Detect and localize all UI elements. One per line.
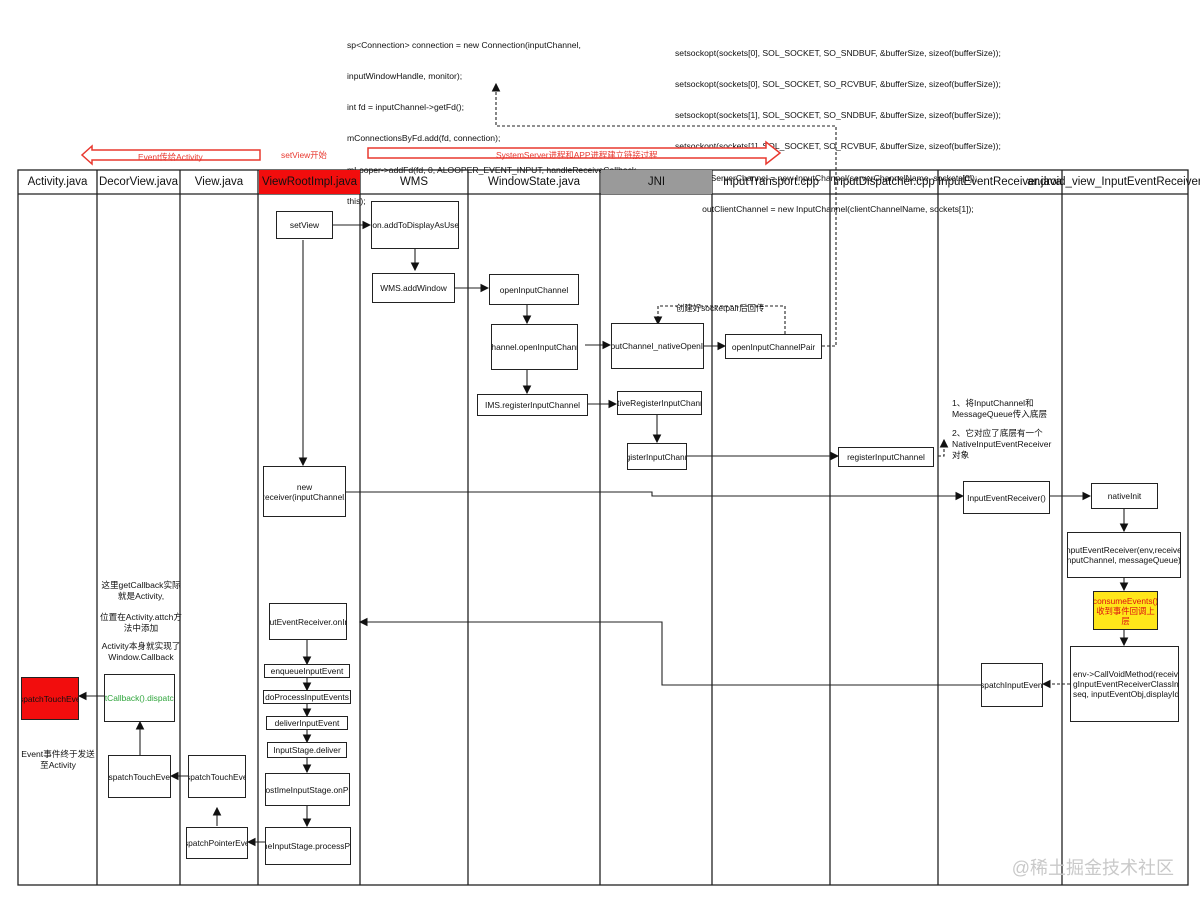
code-line: inputWindowHandle, monitor); bbox=[347, 71, 463, 82]
banner-arrow-right bbox=[367, 140, 782, 166]
lane-header-jni: JNI bbox=[601, 170, 712, 194]
input-event-receiver-box: InputEventReceiver() bbox=[963, 481, 1050, 514]
view-dispatch-touch-box: dispatchTouchEvent bbox=[188, 755, 246, 798]
lane-header-inputdispatcher: InputDispatcher.cpp bbox=[833, 176, 935, 188]
deliver-input-event-box: deliverInputEvent bbox=[266, 716, 348, 730]
lane-header-wms: WMS bbox=[399, 176, 429, 188]
lane-header-android-view-inputeventreceiver: android_view_InputEventReceiver.cpp bbox=[1027, 176, 1200, 188]
code-line: this); bbox=[347, 195, 366, 206]
lane-header-windowstate: WindowState.java bbox=[487, 176, 581, 188]
input-stage-deliver-box: InputStage.deliver bbox=[267, 742, 347, 758]
banner-label-event-to-activity: Event传给Activity bbox=[138, 152, 203, 162]
code-line: mConnectionsByFd.add(fd, connection); bbox=[347, 133, 501, 144]
code-line: setsockopt(sockets[1], SOL_SOCKET, SO_RC… bbox=[675, 141, 1001, 152]
socket-code-block: setsockopt(sockets[0], SOL_SOCKET, SO_SN… bbox=[675, 27, 1001, 235]
code-line: outClientChannel = new InputChannel(clie… bbox=[702, 203, 974, 214]
callback-note-3: Activity本身就实现了Window.Callback bbox=[101, 641, 181, 662]
dispatch-input-event-box: dispatchInputEvent() bbox=[981, 663, 1043, 707]
receiver-note-2: 2、它对应了底层有一个NativeInputEventReceiver对象 bbox=[952, 428, 1052, 460]
post-ime-pointer-box: ViewPostImeInputStage.processPointerEven… bbox=[265, 827, 351, 865]
post-ime-process-box: ViewPostImeInputStage.onProcess bbox=[265, 773, 350, 806]
call-void-method-box: env->CallVoidMethod(receiverObj.get(), g… bbox=[1070, 646, 1179, 722]
native-receiver-ctor-box: NativeInputEventReceiver(env,receiverWea… bbox=[1067, 532, 1181, 578]
callback-note-2: 位置在Activity.attch方法中添加 bbox=[100, 612, 182, 633]
socketpair-label: 创建好socketpair后回传 bbox=[676, 303, 765, 313]
dashed-arrows bbox=[491, 82, 1070, 689]
code-line: setsockopt(sockets[0], SOL_SOCKET, SO_RC… bbox=[675, 79, 1001, 90]
code-line: setsockopt(sockets[1], SOL_SOCKET, SO_SN… bbox=[675, 110, 1001, 121]
decor-dispatch-touch-box: dispatchTouchEvent bbox=[108, 755, 171, 798]
wms-add-window-box: WMS.addWindow bbox=[372, 273, 455, 303]
lane-header-viewrootimpl: ViewRootImpl.java bbox=[259, 170, 360, 194]
open-input-channel-pair-box: InputChannel.openInputChannelPair bbox=[491, 324, 578, 370]
lane-header-inputtransport: InputTransport.cpp bbox=[722, 176, 820, 188]
enqueue-input-event-box: enqueueInputEvent bbox=[264, 664, 350, 678]
consume-events-box: consumeEvents()收到事件回调上层 bbox=[1093, 591, 1158, 630]
dispatch-pointer-event-box: dispatchPointerEvent bbox=[186, 827, 248, 859]
code-line: outServerChannel = new InputChannel(serv… bbox=[698, 172, 978, 183]
lane-header-decorview: DecorView.java bbox=[98, 176, 179, 188]
open-input-channel-box: openInputChannel bbox=[489, 274, 579, 305]
code-line: int fd = inputChannel->getFd(); bbox=[347, 102, 465, 113]
native-init-box: nativeInit bbox=[1091, 483, 1158, 509]
lane-dividers bbox=[96, 170, 1063, 885]
window-callback-box: mWindow.getCallback().dispatchTouchEvent bbox=[104, 674, 175, 722]
on-input-event-box: WindowInputEventReceiver.onInputEvent() bbox=[269, 603, 347, 640]
add-to-display-box: mWindowSession.addToDisplayAsUser(Sessio… bbox=[371, 201, 459, 249]
do-process-input-events-box: doProcessInputEvents bbox=[263, 690, 351, 704]
set-view-box: setView bbox=[276, 211, 333, 239]
register-input-channel-jni-box: registerInputChannel bbox=[627, 443, 687, 470]
cpp-open-pair-box: openInputChannelPair bbox=[725, 334, 822, 359]
lane-header-view: View.java bbox=[194, 176, 244, 188]
native-open-pair-box: android_view_InputChannel_nativeOpenInpu… bbox=[611, 323, 704, 369]
callback-note-1: 这里getCallback实际就是Activity, bbox=[101, 580, 181, 601]
banner-label-setview-start: setView开始 bbox=[281, 150, 327, 160]
register-input-channel-dispatcher-box: registerInputChannel bbox=[838, 447, 934, 467]
code-line: setsockopt(sockets[0], SOL_SOCKET, SO_SN… bbox=[675, 47, 1001, 58]
watermark: @稀土掘金技术社区 bbox=[1011, 858, 1174, 878]
code-line: sp<Connection> connection = new Connecti… bbox=[347, 39, 581, 50]
receiver-note-1: 1、将InputChannel和MessageQueue传入底层 bbox=[952, 398, 1048, 419]
native-register-box: nativeRegisterInputChannel bbox=[617, 391, 702, 415]
banner-label-systemserver-link: SystemServer进程和APP进程建立链接过程 bbox=[496, 150, 658, 160]
ims-register-box: IMS.registerInputChannel bbox=[477, 394, 588, 416]
lane-header-inputeventreceiver: InputEventReceiver.java bbox=[937, 176, 1063, 188]
activity-dispatch-touch-box: dispatchTouchEvent bbox=[21, 677, 79, 720]
new-receiver-box: new WindowInputEventReceiver(inputChanne… bbox=[263, 466, 346, 517]
lane-header-activity: Activity.java bbox=[27, 176, 88, 188]
event-end-note: Event事件终于发送至Activity bbox=[21, 749, 95, 770]
flow-arrows bbox=[77, 220, 1129, 847]
banner-arrow-left bbox=[80, 144, 261, 166]
